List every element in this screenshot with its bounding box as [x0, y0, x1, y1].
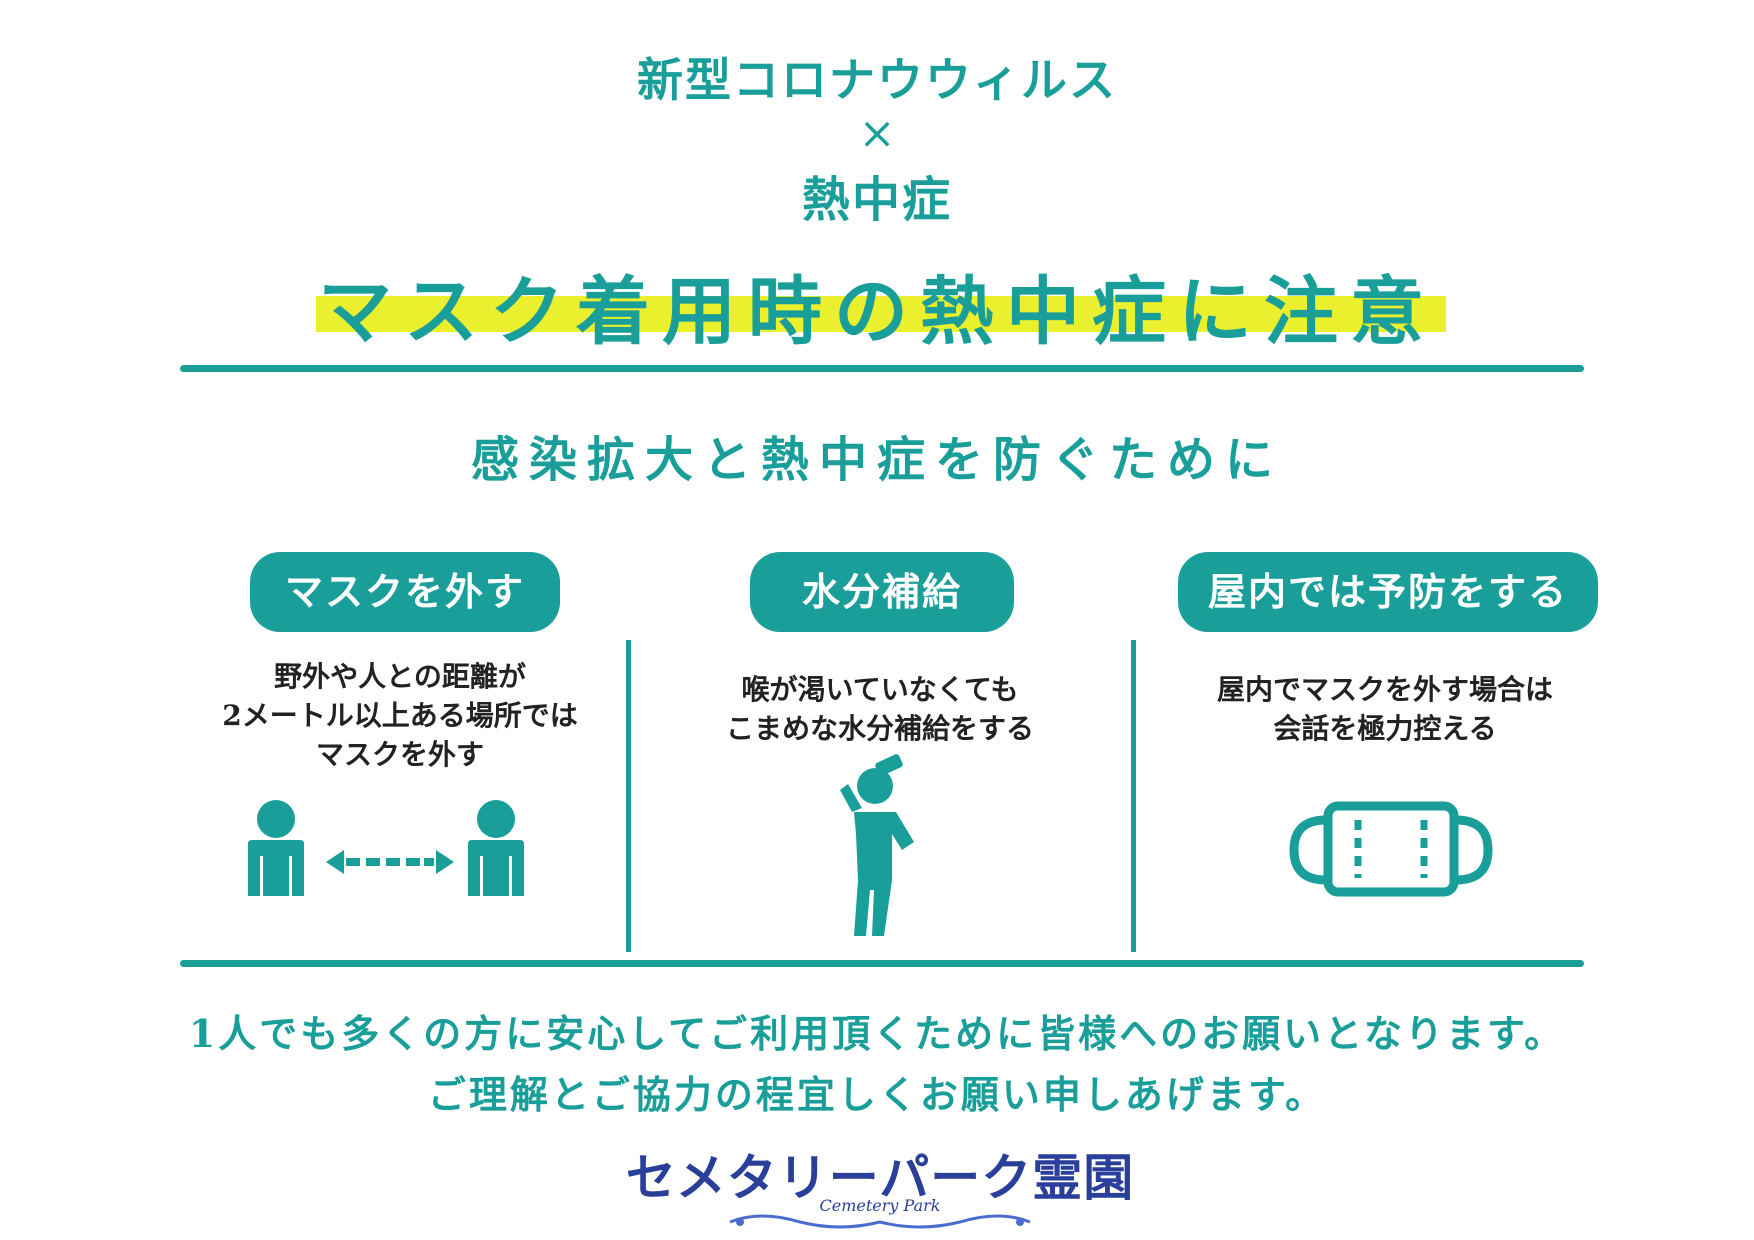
column-divider-1: [626, 640, 631, 952]
distance-people-icon: [248, 800, 524, 896]
description-indoor: 屋内でマスクを外す場合は 会話を極力控える: [1140, 670, 1630, 748]
logo-text: セメタリーパーク霊園: [625, 1149, 1135, 1207]
headline: マスク着用時の熱中症に注意: [318, 269, 1436, 355]
headline-highlight: [316, 296, 1446, 332]
description-line: 2メートル以上ある場所では: [222, 699, 578, 732]
description-line: こまめな水分補給をする: [725, 712, 1034, 745]
logo-ornament-icon: [729, 1214, 1031, 1229]
description-hydration: 喉が渇いていなくても こまめな水分補給をする: [640, 670, 1120, 748]
mask-icon: [1289, 801, 1493, 897]
drinking-person-icon: [840, 754, 914, 936]
title-line-2: 熱中症: [801, 172, 952, 228]
footer-line-2: ご理解とご協力の程宜しくお願い申しあげます。: [427, 1072, 1327, 1117]
description-line: 喉が渇いていなくても: [741, 673, 1019, 706]
title-cross: ×: [858, 108, 896, 159]
pill-indoor-prevention: 屋内では予防をする: [1178, 552, 1598, 632]
column-divider-2: [1131, 640, 1136, 952]
logo-subtext: Cemetery Park: [819, 1196, 941, 1215]
subheading: 感染拡大と熱中症を防ぐために: [470, 432, 1283, 488]
pill-hydration: 水分補給: [750, 552, 1014, 632]
title-line-1: 新型コロナウウィルス: [637, 53, 1117, 107]
divider-top: [180, 365, 1584, 372]
description-remove-mask: 野外や人との距離が 2メートル以上ある場所では マスクを外す: [180, 657, 620, 774]
description-line: 野外や人との距離が: [274, 660, 526, 693]
divider-bottom: [180, 960, 1584, 967]
description-line: 屋内でマスクを外す場合は: [1216, 673, 1553, 706]
cemetery-park-logo: セメタリーパーク霊園 Cemetery Park: [620, 1138, 1140, 1238]
description-line: 会話を極力控える: [1273, 712, 1497, 745]
footer-line-1: 1人でも多くの方に安心してご利用頂くために皆様へのお願いとなります。: [188, 1011, 1566, 1056]
pill-remove-mask: マスクを外す: [250, 552, 560, 632]
description-line: マスクを外す: [315, 738, 484, 771]
